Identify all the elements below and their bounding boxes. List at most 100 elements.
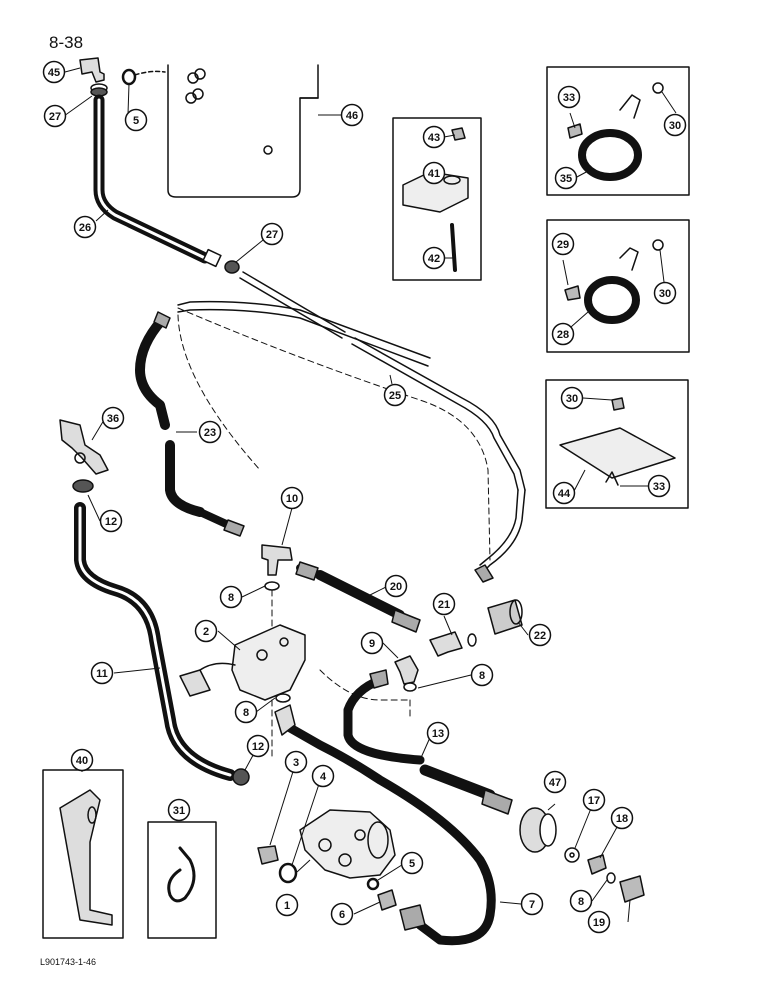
callout-26: 26 — [73, 215, 97, 239]
callout-circle — [42, 60, 66, 84]
callout-10: 10 — [280, 486, 304, 510]
figure-code: L901743-1-46 — [40, 957, 97, 967]
callout-43: 43 — [422, 125, 446, 149]
coupler-22 — [487, 599, 523, 635]
callout-circle — [543, 770, 567, 794]
callout-circle — [528, 623, 552, 647]
callout-circle — [582, 788, 606, 812]
callout-circle — [194, 619, 218, 643]
callout-label: 27 — [49, 111, 61, 123]
callout-label: 30 — [659, 288, 671, 300]
callout-3: 3 — [284, 750, 308, 774]
connector-47 — [519, 807, 557, 853]
callout-8: 8 — [234, 700, 258, 724]
callout-circle — [422, 161, 446, 185]
callout-circle — [557, 85, 581, 109]
callout-label: 8 — [228, 592, 234, 604]
callout-circle — [551, 322, 575, 346]
adapter-19 — [619, 875, 645, 903]
callout-circle — [360, 631, 384, 655]
inset-box-plate-44 — [545, 379, 689, 509]
callout-circle — [432, 592, 456, 616]
hose-clamp-12b — [232, 768, 250, 786]
callout-33: 33 — [557, 85, 581, 109]
callout-label: 21 — [438, 599, 450, 611]
callout-44: 44 — [552, 481, 576, 505]
callout-31: 31 — [167, 798, 191, 822]
callout-label: 6 — [339, 909, 345, 921]
callout-circle — [663, 113, 687, 137]
callout-label: 20 — [390, 581, 402, 593]
callout-circle — [610, 806, 634, 830]
hydraulic-pump-1 — [299, 809, 396, 879]
callout-13: 13 — [426, 721, 450, 745]
callout-label: 7 — [529, 899, 535, 911]
tee-fitting-36 — [59, 419, 109, 475]
callout-label: 17 — [588, 795, 600, 807]
callout-circle — [422, 246, 446, 270]
callout-label: 1 — [284, 900, 290, 912]
o-ring-5a — [121, 68, 137, 86]
callout-28: 28 — [551, 322, 575, 346]
callout-7: 7 — [520, 892, 544, 916]
callout-circle — [260, 222, 284, 246]
callout-5: 5 — [124, 108, 148, 132]
callout-circle — [383, 383, 407, 407]
callout-label: 4 — [320, 771, 327, 783]
callout-label: 40 — [76, 755, 88, 767]
o-ring-8d — [403, 682, 417, 692]
callout-label: 2 — [203, 626, 209, 638]
callout-6: 6 — [330, 902, 354, 926]
callout-45: 45 — [42, 60, 66, 84]
callout-label: 22 — [534, 630, 546, 642]
callout-circle — [234, 700, 258, 724]
callout-label: 30 — [669, 120, 681, 132]
callout-label: 44 — [558, 488, 571, 500]
callout-circle — [647, 474, 671, 498]
callout-42: 42 — [422, 246, 446, 270]
callout-label: 31 — [173, 805, 185, 817]
callout-36: 36 — [101, 406, 125, 430]
callout-8: 8 — [569, 889, 593, 913]
reservoir-tank — [134, 64, 319, 198]
inset-box-clamp-31 — [147, 821, 217, 939]
callout-circle — [311, 764, 335, 788]
callout-label: 13 — [432, 728, 444, 740]
callout-27: 27 — [43, 104, 67, 128]
callout-23: 23 — [198, 420, 222, 444]
callout-circle — [280, 486, 304, 510]
callout-2: 2 — [194, 619, 218, 643]
callout-circle — [101, 406, 125, 430]
callout-circle — [167, 798, 191, 822]
callout-label: 23 — [204, 427, 216, 439]
callout-circle — [426, 721, 450, 745]
callout-circle — [470, 663, 494, 687]
callout-label: 45 — [48, 67, 60, 79]
callout-8: 8 — [219, 585, 243, 609]
callout-label: 47 — [549, 777, 561, 789]
tee-fitting-10 — [261, 544, 293, 576]
callout-label: 12 — [252, 741, 264, 753]
callout-20: 20 — [384, 574, 408, 598]
callout-circle — [554, 166, 578, 190]
callout-30: 30 — [663, 113, 687, 137]
callout-17: 17 — [582, 788, 606, 812]
callout-circle — [384, 574, 408, 598]
inset-box-bracket-40 — [42, 769, 124, 939]
callout-circle — [90, 661, 114, 685]
callout-label: 8 — [479, 670, 485, 682]
callout-label: 43 — [428, 132, 440, 144]
hose-clamp-12a — [72, 479, 94, 493]
callout-46: 46 — [340, 103, 364, 127]
callout-11: 11 — [90, 661, 114, 685]
callout-30: 30 — [653, 281, 677, 305]
callout-33: 33 — [647, 474, 671, 498]
callout-label: 33 — [653, 481, 665, 493]
pump-hose-7 — [280, 720, 496, 946]
callout-circle — [124, 108, 148, 132]
callout-29: 29 — [551, 232, 575, 256]
callout-circle — [330, 902, 354, 926]
elbow-fitting-9 — [394, 655, 419, 685]
